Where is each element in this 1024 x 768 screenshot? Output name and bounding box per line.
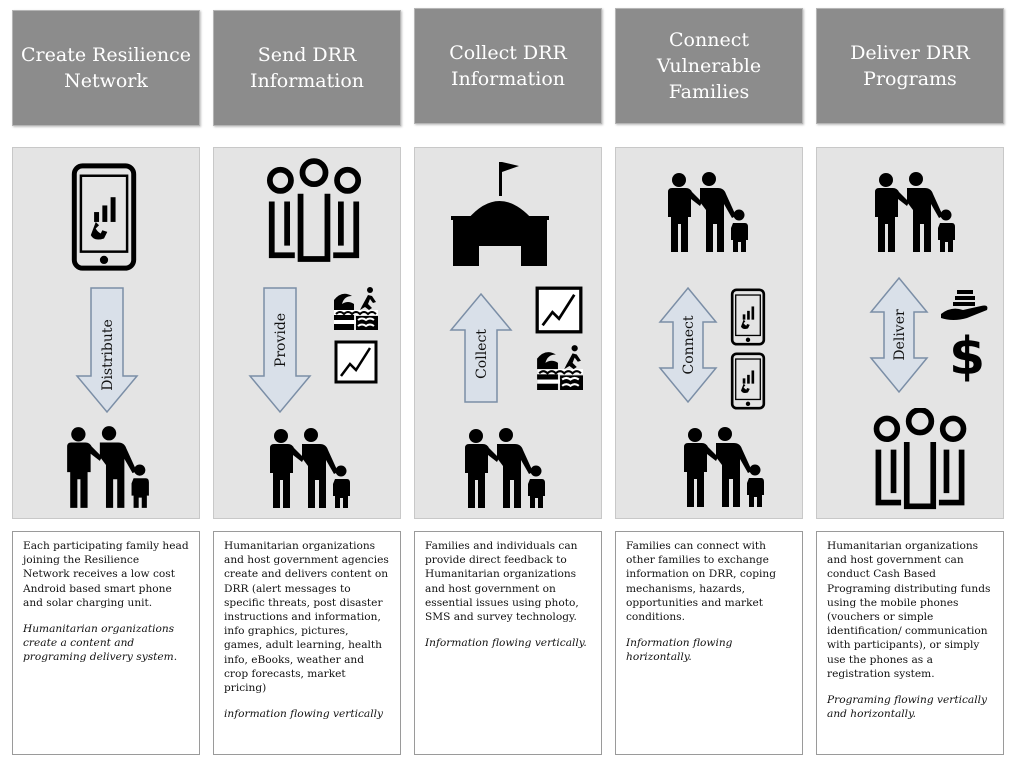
icon-panel: Deliver $ bbox=[816, 147, 1004, 519]
description-text: Humanitarian organizations and host gove… bbox=[827, 540, 991, 680]
description-note: information flowing vertically bbox=[224, 708, 383, 721]
dollar-icon: $ bbox=[949, 327, 985, 387]
organizations-group-icon bbox=[877, 410, 964, 506]
column-title: Connect Vulnerable Families bbox=[656, 29, 762, 103]
column-header: Collect DRR Information bbox=[414, 8, 602, 124]
down-arrow: Distribute bbox=[75, 287, 139, 414]
family-icon bbox=[875, 172, 955, 252]
description-box: Families can connect with other families… bbox=[615, 531, 803, 755]
description-note: Programing flowing vertically and horizo… bbox=[827, 694, 987, 721]
family-icon bbox=[67, 426, 149, 508]
description-text: Each participating family head joining t… bbox=[23, 540, 189, 609]
family-icon bbox=[465, 428, 545, 508]
description-box: Humanitarian organizations and host gove… bbox=[816, 531, 1004, 755]
phone-icon bbox=[730, 288, 766, 346]
up-arrow: Collect bbox=[449, 292, 513, 403]
organizations-group-icon bbox=[270, 161, 358, 259]
tsunami-icon bbox=[536, 344, 583, 390]
chart-icon bbox=[535, 286, 583, 334]
icon-panel: Connect bbox=[615, 147, 803, 519]
column-header: Connect Vulnerable Families bbox=[615, 8, 803, 124]
government-building-icon bbox=[451, 162, 549, 266]
column-title: Send DRR Information bbox=[249, 44, 365, 92]
description-box: Humanitarian organizations and host gove… bbox=[213, 531, 401, 755]
icon-panel: Collect bbox=[414, 147, 602, 519]
cash-hand-icon bbox=[941, 290, 988, 320]
description-box: Families and individuals can provide dir… bbox=[414, 531, 602, 755]
arrow-label: Collect bbox=[474, 329, 490, 379]
family-icon bbox=[684, 427, 764, 507]
description-text: Families can connect with other families… bbox=[626, 540, 776, 624]
column-title: Create Resilience Network bbox=[21, 44, 192, 92]
arrow-label: Distribute bbox=[100, 319, 116, 391]
column-header: Send DRR Information bbox=[213, 10, 401, 126]
smartphone-icon bbox=[74, 166, 133, 268]
description-note: Humanitarian organizations create a cont… bbox=[23, 623, 178, 664]
column-header: Deliver DRR Programs bbox=[816, 8, 1004, 124]
description-text: Families and individuals can provide dir… bbox=[425, 540, 579, 624]
icon-panel: Provide bbox=[213, 147, 401, 519]
description-text: Humanitarian organizations and host gove… bbox=[224, 540, 389, 695]
arrow-label: Connect bbox=[681, 315, 697, 374]
description-note: Information flowing vertically. bbox=[425, 637, 587, 650]
family-icon bbox=[668, 172, 748, 252]
double-arrow: Deliver bbox=[869, 276, 929, 394]
tsunami-icon bbox=[333, 286, 378, 330]
icon-panel: Distribute bbox=[12, 147, 200, 519]
column-header: Create Resilience Network bbox=[12, 10, 200, 126]
column-title: Deliver DRR Programs bbox=[850, 42, 970, 90]
description-box: Each participating family head joining t… bbox=[12, 531, 200, 755]
phone-icon bbox=[730, 352, 766, 410]
down-arrow: Provide bbox=[248, 287, 312, 414]
arrow-label: Provide bbox=[273, 313, 289, 367]
double-arrow: Connect bbox=[658, 286, 718, 404]
arrow-label: Deliver bbox=[892, 309, 908, 361]
description-note: Information flowing horizontally. bbox=[626, 637, 733, 664]
chart-icon bbox=[334, 340, 378, 384]
family-icon bbox=[270, 428, 350, 508]
column-title: Collect DRR Information bbox=[449, 42, 567, 90]
